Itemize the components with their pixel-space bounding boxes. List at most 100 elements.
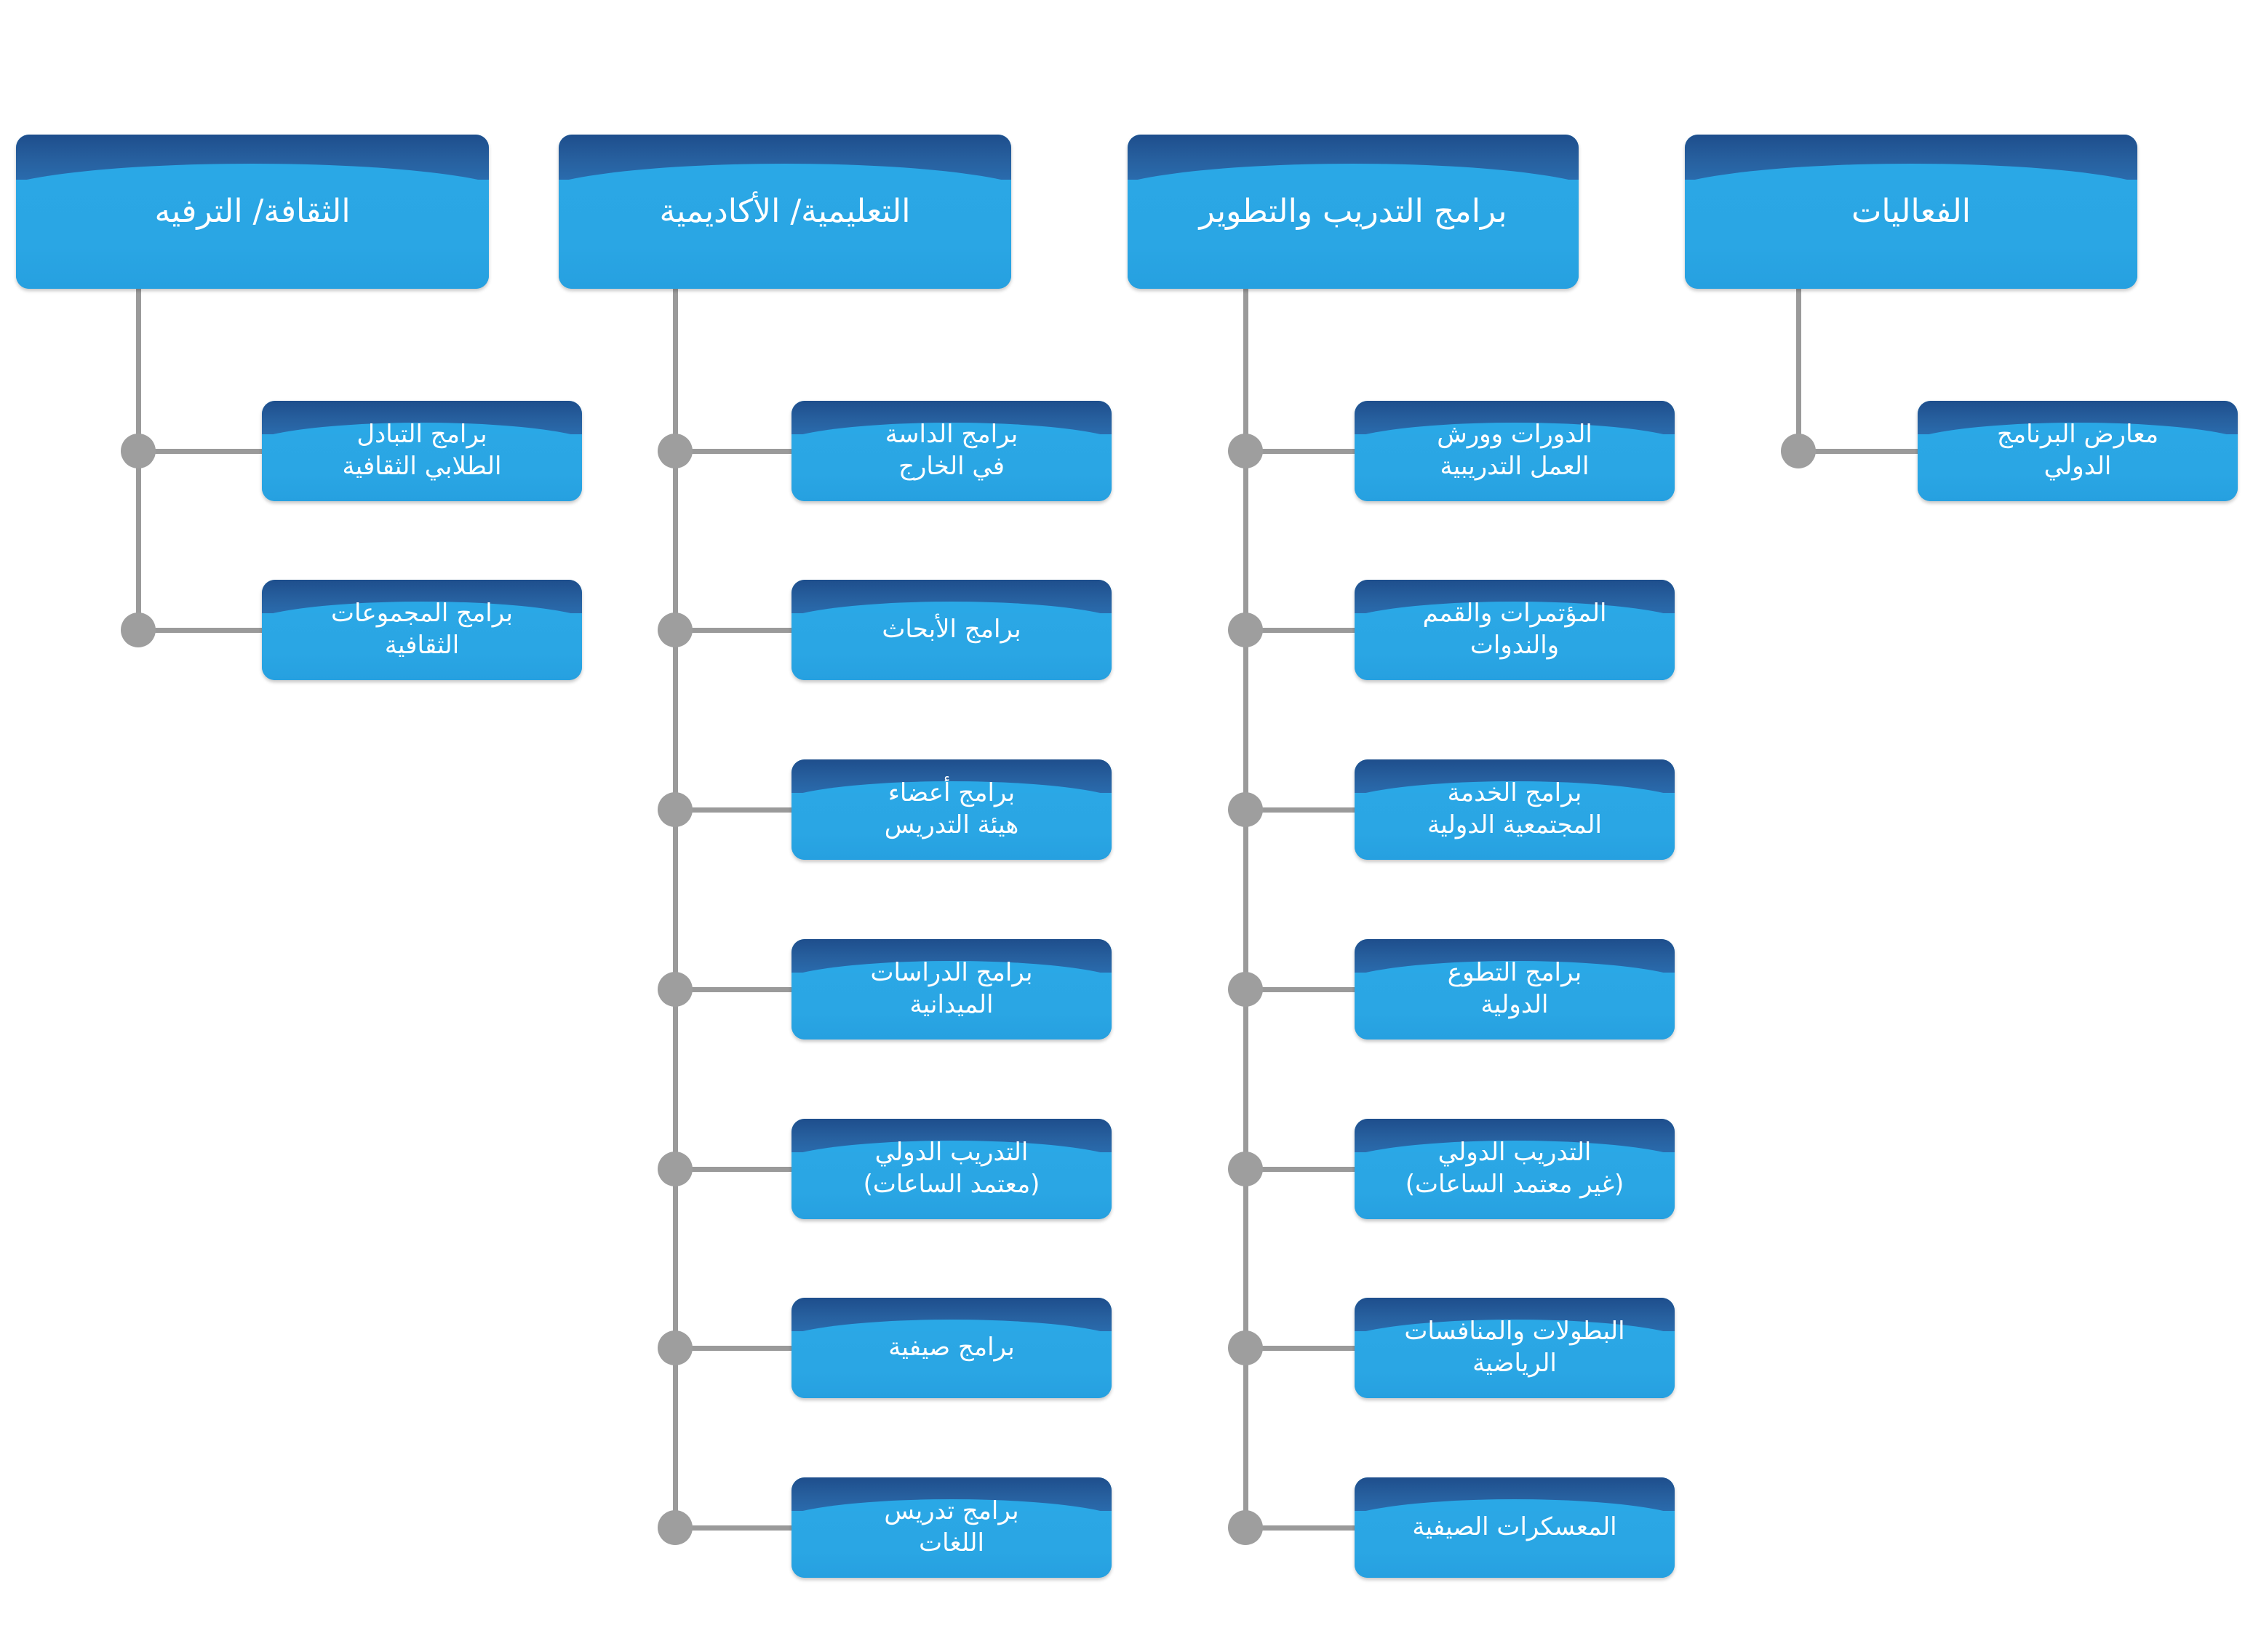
box-body [1355,973,1675,1040]
child-box-culture-recreation-0-label: برامج التبادل الطلابي الثقافية [342,420,502,481]
connector-node-training-development-4 [1228,1152,1263,1186]
connector-branch-educational-academic-5 [675,1346,791,1351]
box-body [791,793,1112,860]
connector-branch-training-development-1 [1245,628,1355,633]
box-body [559,180,1011,289]
connector-node-educational-academic-2 [658,792,693,827]
column-header-educational-academic[interactable]: التعليمية/ الأكاديمية [559,135,1011,289]
connector-branch-training-development-0 [1245,449,1355,454]
child-box-training-development-6-label: المعسكرات الصيفية [1412,1512,1617,1542]
box-body [1685,180,2137,289]
connector-branch-training-development-3 [1245,987,1355,992]
box-body [791,1152,1112,1219]
box-body [791,1331,1112,1398]
child-box-culture-recreation-0[interactable]: برامج التبادل الطلابي الثقافية [262,401,582,501]
box-body [1355,434,1675,501]
child-box-educational-academic-2[interactable]: برامج أعضاء هيئة التدريس [791,759,1112,860]
connector-branch-educational-academic-3 [675,987,791,992]
child-box-training-development-4-label: التدريب الدولي (غير معتمد الساعات) [1405,1138,1624,1199]
connector-node-training-development-3 [1228,972,1263,1007]
child-box-educational-academic-5[interactable]: برامج صيفية [791,1298,1112,1398]
column-header-educational-academic-label: التعليمية/ الأكاديمية [659,192,911,230]
box-body [1355,1152,1675,1219]
child-box-educational-academic-2-label: برامج أعضاء هيئة التدريس [884,778,1019,839]
child-box-educational-academic-6-label: برامج تدريس اللغات [884,1496,1019,1557]
column-header-culture-recreation[interactable]: الثقافة/ الترفيه [16,135,489,289]
box-body [791,1511,1112,1578]
connector-branch-events-0 [1798,449,1918,454]
child-box-training-development-3-label: برامج التطوع الدولية [1447,958,1582,1019]
column-header-events[interactable]: الفعاليات [1685,135,2137,289]
connector-node-educational-academic-5 [658,1330,693,1365]
connector-node-training-development-2 [1228,792,1263,827]
child-box-training-development-2-label: برامج الخدمة المجتمعية الدولية [1427,778,1602,839]
child-box-culture-recreation-1-label: برامج المجموعات الثقافية [331,599,513,660]
child-box-training-development-5-label: البطولات والمنافسات الرياضية [1404,1317,1625,1378]
box-body [1355,613,1675,680]
child-box-training-development-1-label: المؤتمرات والقمم والندوات [1422,599,1607,660]
connector-branch-culture-recreation-0 [138,449,262,454]
child-box-educational-academic-0[interactable]: برامج الداسة في الخارج [791,401,1112,501]
box-body [791,434,1112,501]
box-body [1128,180,1579,289]
connector-branch-educational-academic-4 [675,1167,791,1172]
connector-node-training-development-5 [1228,1330,1263,1365]
connector-node-educational-academic-1 [658,612,693,647]
connector-stem-events [1796,289,1801,451]
child-box-training-development-5[interactable]: البطولات والمنافسات الرياضية [1355,1298,1675,1398]
connector-branch-educational-academic-0 [675,449,791,454]
child-box-events-0[interactable]: معارض البرنامج الدولي [1918,401,2238,501]
connector-node-training-development-1 [1228,612,1263,647]
box-body [1355,1331,1675,1398]
child-box-events-0-label: معارض البرنامج الدولي [1996,420,2159,481]
connector-branch-training-development-4 [1245,1167,1355,1172]
child-box-educational-academic-3-label: برامج الدراسات الميدانية [870,958,1033,1019]
connector-node-educational-academic-4 [658,1152,693,1186]
column-header-culture-recreation-label: الثقافة/ الترفيه [154,192,351,230]
connector-node-culture-recreation-0 [121,434,156,468]
child-box-training-development-1[interactable]: المؤتمرات والقمم والندوات [1355,580,1675,680]
child-box-culture-recreation-1[interactable]: برامج المجموعات الثقافية [262,580,582,680]
connector-branch-educational-academic-6 [675,1525,791,1531]
connector-stem-educational-academic [673,289,678,1528]
connector-stem-training-development [1243,289,1248,1528]
box-body [1918,434,2238,501]
connector-branch-educational-academic-1 [675,628,791,633]
child-box-training-development-0[interactable]: الدورات وورش العمل التدريبية [1355,401,1675,501]
child-box-educational-academic-4-label: التدريب الدولي (معتمد الساعات) [863,1138,1040,1199]
child-box-educational-academic-1-label: برامج الأبحاث [882,615,1021,645]
box-body [16,180,489,289]
child-box-training-development-2[interactable]: برامج الخدمة المجتمعية الدولية [1355,759,1675,860]
child-box-educational-academic-0-label: برامج الداسة في الخارج [885,420,1018,481]
connector-node-educational-academic-3 [658,972,693,1007]
connector-node-events-0 [1781,434,1816,468]
child-box-training-development-4[interactable]: التدريب الدولي (غير معتمد الساعات) [1355,1119,1675,1219]
connector-branch-training-development-2 [1245,807,1355,813]
child-box-training-development-6[interactable]: المعسكرات الصيفية [1355,1477,1675,1578]
child-box-educational-academic-1[interactable]: برامج الأبحاث [791,580,1112,680]
box-body [1355,793,1675,860]
connector-branch-culture-recreation-1 [138,628,262,633]
connector-node-educational-academic-0 [658,434,693,468]
child-box-training-development-3[interactable]: برامج التطوع الدولية [1355,939,1675,1040]
child-box-educational-academic-5-label: برامج صيفية [888,1333,1015,1362]
child-box-educational-academic-6[interactable]: برامج تدريس اللغات [791,1477,1112,1578]
box-body [262,613,582,680]
box-body [1355,1511,1675,1578]
connector-node-culture-recreation-1 [121,612,156,647]
connector-branch-educational-academic-2 [675,807,791,813]
connector-node-educational-academic-6 [658,1510,693,1545]
box-body [791,973,1112,1040]
connector-branch-training-development-5 [1245,1346,1355,1351]
box-body [262,434,582,501]
column-header-training-development-label: برامج التدريب والتطوير [1199,192,1507,230]
column-header-training-development[interactable]: برامج التدريب والتطوير [1128,135,1579,289]
connector-branch-training-development-6 [1245,1525,1355,1531]
column-header-events-label: الفعاليات [1851,192,1971,230]
box-body [791,613,1112,680]
child-box-training-development-0-label: الدورات وورش العمل التدريبية [1437,420,1592,481]
child-box-educational-academic-4[interactable]: التدريب الدولي (معتمد الساعات) [791,1119,1112,1219]
child-box-educational-academic-3[interactable]: برامج الدراسات الميدانية [791,939,1112,1040]
